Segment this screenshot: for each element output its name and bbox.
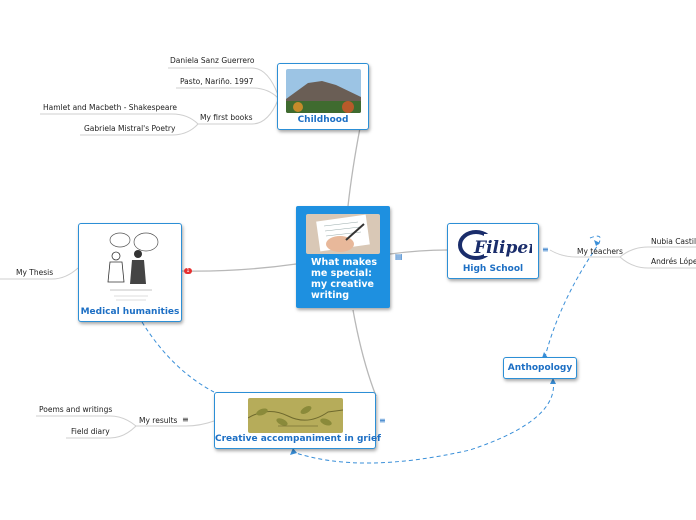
relation-arrow-anth-start [550,378,556,384]
leaf-teacher-nubia[interactable]: Nubia Castill [651,237,696,246]
leaf-place[interactable]: Pasto, Nariño. 1997 [180,77,254,86]
branch-name [168,67,279,96]
branch-poems [36,415,137,427]
branch-book2 [80,123,199,136]
branch-teachers [549,249,620,258]
leaf-teacher-andres[interactable]: Andrés López [651,257,696,266]
relation-arrow-anthopology [542,352,548,358]
relation-medical-creative [141,321,215,393]
topic-medical-humanities[interactable]: Medical humanities [78,223,182,322]
writing-hand-image [306,214,380,254]
leaf-my-results[interactable]: My results [139,416,178,425]
note-icon-high-school[interactable]: ≡ [542,245,549,254]
filipense-logo-text: Filipense [473,238,532,258]
central-title: What makes me special: my creative writi… [311,257,377,301]
topic-title-high-school: High School [462,264,524,274]
branch-high-school [389,249,448,255]
branch-results [136,420,215,427]
topic-childhood[interactable]: Childhood [277,63,369,130]
note-icon-results[interactable]: ≡ [182,415,189,424]
leaves-pattern-image [248,398,343,433]
branch-childhood [347,127,361,207]
topic-title-creative-accompaniment: Creative accompaniment in grief [215,434,381,444]
topic-title-anthopology: Anthopology [507,363,573,373]
leaf-my-teachers[interactable]: My teachers [577,247,623,256]
leaf-poems-writings[interactable]: Poems and writings [39,405,113,414]
topic-high-school[interactable]: Filipense High School [447,223,561,279]
topic-creative-accompaniment[interactable]: Creative accompaniment in grief [214,392,381,449]
branch-teacher1 [619,246,696,258]
branch-medical [181,263,297,272]
branch-diary [66,425,137,439]
branch-teacher2 [619,256,696,269]
filipense-logo: Filipense [456,229,561,261]
leaf-my-first-books[interactable]: My first books [200,113,253,122]
leaf-book-mistral[interactable]: Gabriela Mistral's Poetry [84,124,176,133]
relation-anthopology-creative [292,379,554,464]
leaf-field-diary[interactable]: Field diary [71,427,110,436]
note-icon-central[interactable]: ▤ [395,252,403,261]
note-icon-creative[interactable]: ≡ [379,416,386,425]
relation-arrow-teachers [594,240,600,246]
branch-creative [352,309,377,397]
branch-thesis [0,267,79,280]
leaf-name[interactable]: Daniela Sanz Guerrero [170,56,255,65]
medical-drawing-image [100,230,162,308]
branch-books [198,99,279,125]
topic-title-childhood: Childhood [297,115,349,125]
leaf-book-shakespeare[interactable]: Hamlet and Macbeth - Shakespeare [43,103,178,112]
relation-arrow-creative [290,448,297,455]
leaf-my-thesis[interactable]: My Thesis [16,268,54,277]
topic-anthopology[interactable]: Anthopology [503,357,577,379]
error-badge[interactable]: 1 [184,268,192,274]
relation-teachers-anthopology [544,235,601,358]
volcano-image [286,69,361,113]
topic-title-medical-humanities: Medical humanities [80,307,180,317]
branch-place [176,87,279,99]
branch-book1 [40,113,199,125]
central-topic[interactable]: What makes me special: my creative writi… [296,206,390,308]
